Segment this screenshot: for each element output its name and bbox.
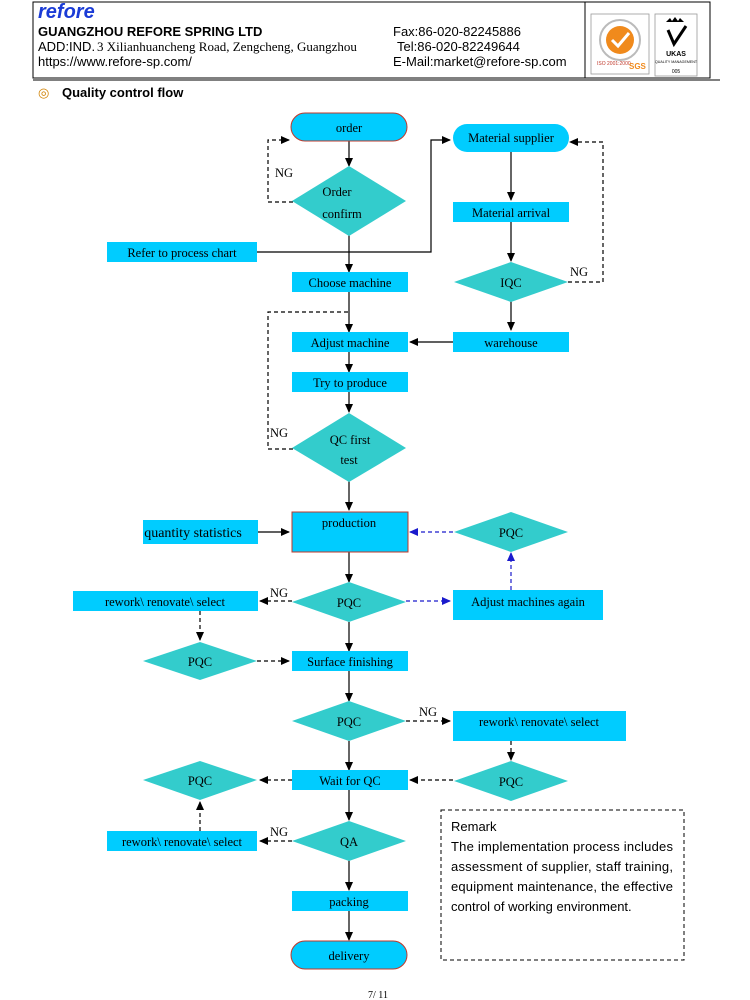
order-confirm-label-1: Order <box>322 185 352 199</box>
tick-icon <box>666 25 688 48</box>
email: E-Mail:market@refore-sp.com <box>393 54 567 69</box>
pqc-right-2-label: PQC <box>499 775 523 789</box>
remark-title: Remark <box>451 819 497 834</box>
choose-machine-label: Choose machine <box>309 276 392 290</box>
ng-qa: NG <box>270 825 288 839</box>
adjust-machine-box <box>292 332 408 352</box>
rework-box-left-bottom <box>107 831 257 851</box>
ng-qc-first-test: NG <box>270 426 288 440</box>
rework-left-top-label: rework\ renovate\ select <box>105 595 226 609</box>
adjust-machines-again-label: Adjust machines again <box>471 595 586 609</box>
flow-shapes <box>73 112 626 970</box>
surface-finishing-box <box>292 651 408 671</box>
iqc-diamond <box>454 262 568 302</box>
pqc-left-2-label: PQC <box>188 774 212 788</box>
refer-process-chart-label: Refer to process chart <box>127 246 237 260</box>
material-arrival-label: Material arrival <box>472 206 551 220</box>
order-node <box>290 112 408 142</box>
warehouse-box <box>453 332 569 352</box>
letterhead: refore GUANGZHOU REFORE SPRING LTD ADD:I… <box>32 1 720 81</box>
rework-box-right <box>453 711 626 741</box>
qa-diamond <box>292 821 406 861</box>
letterhead-frame <box>32 1 711 79</box>
production-label: production <box>322 516 377 530</box>
pqc-center-2-label: PQC <box>337 715 361 729</box>
fax: Fax:86-020-82245886 <box>393 24 521 39</box>
choose-machine-box <box>292 272 408 292</box>
adjust-machines-again-box <box>453 590 603 620</box>
order-confirm-label-2: confirm <box>322 207 362 221</box>
remark-line-4: control of working environment. <box>451 899 632 914</box>
company-name: GUANGZHOU REFORE SPRING LTD <box>38 24 262 39</box>
address-text: 3 Xilianhuancheng Road, Zengcheng, Guang… <box>97 39 357 54</box>
qc-first-test-diamond <box>292 413 406 482</box>
remark-line-3: equipment maintenance, the effective <box>451 879 673 894</box>
ng-order-confirm: NG <box>275 166 293 180</box>
ng-pqc-center: NG <box>270 586 288 600</box>
rework-right-label: rework\ renovate\ select <box>479 715 600 729</box>
remark-box: Remark The implementation process includ… <box>440 809 685 961</box>
wait-for-qc-label: Wait for QC <box>319 774 380 788</box>
try-to-produce-label: Try to produce <box>313 376 387 390</box>
qa-label: QA <box>340 835 358 849</box>
ukas-certification-logo: UKAS QUALITY MANAGEMENT 005 <box>654 13 698 77</box>
pqc-diamond-left-1 <box>143 642 257 680</box>
page-number: 7/ 11 <box>368 990 388 1000</box>
quantity-statistics-box <box>143 520 258 544</box>
delivery-label: delivery <box>329 949 371 963</box>
pqc-left-1-label: PQC <box>188 655 212 669</box>
flow-labels: order Order confirm Refer to process cha… <box>105 121 600 963</box>
rework-left-bottom-label: rework\ renovate\ select <box>122 835 243 849</box>
remark-frame <box>440 809 685 961</box>
quantity-statistics-label: quantity statistics <box>144 526 242 541</box>
ng-pqc-center-2: NG <box>419 705 437 719</box>
refer-process-chart-box <box>107 242 257 262</box>
try-to-produce-box <box>292 372 408 392</box>
ng-iqc: NG <box>570 265 588 279</box>
section-bullet-icon: ◎ <box>38 85 49 100</box>
svg-text:QUALITY MANAGEMENT: QUALITY MANAGEMENT <box>655 60 698 64</box>
pqc-right-top-label: PQC <box>499 526 523 540</box>
flow-connectors <box>196 136 604 941</box>
order-label: order <box>336 121 363 135</box>
crown-icon <box>666 17 684 22</box>
remark-line-2: assessment of supplier, staff training, <box>451 859 673 874</box>
svg-text:UKAS: UKAS <box>666 51 686 58</box>
packing-label: packing <box>329 895 369 909</box>
material-arrival-box <box>453 202 569 222</box>
pqc-diamond-center <box>292 582 406 622</box>
wait-for-qc-box <box>292 770 408 790</box>
brand-logo: refore <box>38 1 95 23</box>
pqc-center-label: PQC <box>337 596 361 610</box>
material-supplier-node <box>453 124 569 152</box>
material-supplier-label: Material supplier <box>468 131 555 145</box>
website: https://www.refore-sp.com/ <box>38 54 192 69</box>
svg-text:ISO 2001:2000: ISO 2001:2000 <box>597 61 631 67</box>
remark-line-1: The implementation process includes <box>451 839 674 854</box>
production-box <box>291 511 409 553</box>
adjust-machine-label: Adjust machine <box>311 336 390 350</box>
pqc-diamond-left-2 <box>143 761 257 800</box>
section-title: Quality control flow <box>62 85 184 100</box>
delivery-node <box>290 940 408 970</box>
check-circle-icon <box>606 26 634 54</box>
pqc-diamond-right-2 <box>454 761 568 801</box>
address-prefix: ADD:IND. <box>38 39 95 54</box>
qc-first-label-2: test <box>340 453 358 467</box>
sgs-certification-logo: ISO 2001:2000 SGS <box>590 13 650 75</box>
ng-markers: NG NG NG NG NG NG <box>270 166 588 839</box>
pqc-diamond-center-2 <box>292 701 406 741</box>
surface-finishing-label: Surface finishing <box>307 655 393 669</box>
qc-first-label-1: QC first <box>330 433 371 447</box>
iqc-label: IQC <box>500 276 522 290</box>
rework-box-left-top <box>73 591 258 611</box>
telephone: Tel:86-020-82249644 <box>397 39 520 54</box>
pqc-diamond-right-top <box>454 512 568 552</box>
order-confirm-diamond <box>292 166 406 236</box>
svg-text:005: 005 <box>672 69 681 75</box>
packing-box <box>292 891 408 911</box>
warehouse-label: warehouse <box>484 336 538 350</box>
svg-text:SGS: SGS <box>629 62 647 71</box>
